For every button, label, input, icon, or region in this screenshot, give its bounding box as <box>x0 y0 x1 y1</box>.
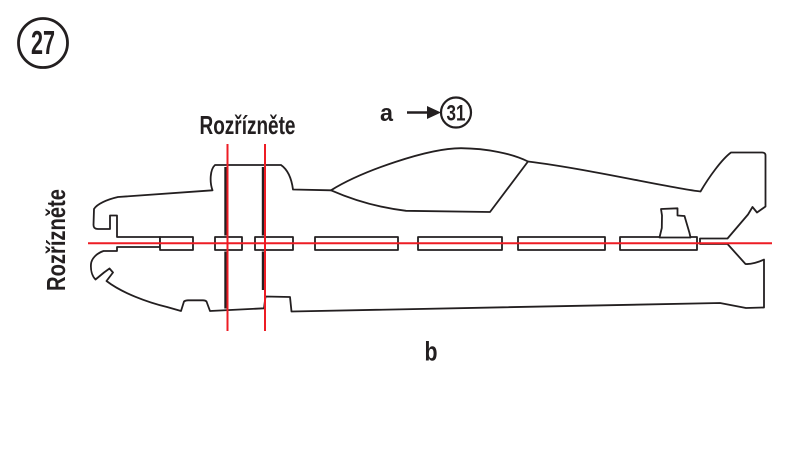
step-number-circle <box>17 17 69 69</box>
fuselage-outline <box>90 147 767 313</box>
cut-label-left: Rozřízněte <box>41 189 71 291</box>
ref-number-circle <box>439 96 473 129</box>
cut-label-top: Rozřízněte <box>200 110 296 140</box>
detail-a-label: a <box>380 100 394 127</box>
detail-b-label: b <box>425 337 438 367</box>
ref-number: 31 <box>447 101 466 126</box>
step-number: 27 <box>31 24 55 61</box>
arrow-right-icon <box>407 106 441 119</box>
canopy-line <box>330 160 529 213</box>
tail-tab <box>658 207 692 239</box>
